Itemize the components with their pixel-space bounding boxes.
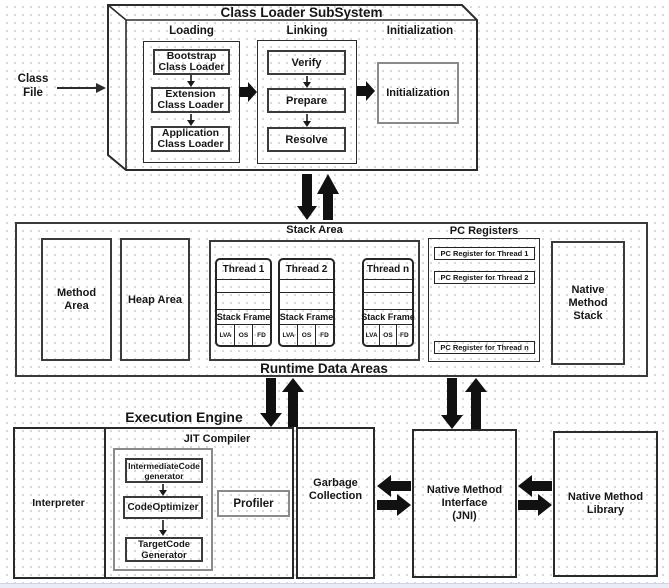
- thread-name: Thread n: [366, 264, 410, 275]
- bootstrap-class-loader-box: Bootstrap Class Loader: [153, 49, 230, 75]
- native-method-stack-box: Native Method Stack: [551, 241, 625, 365]
- native-method-interface-box: Native Method Interface (JNI): [412, 429, 517, 578]
- extension-class-loader-box: Extension Class Loader: [151, 87, 230, 113]
- os-cell: OS: [234, 325, 252, 345]
- pc-register-thread-2: PC Register for Thread 2: [434, 271, 535, 284]
- lva-cell: LVA: [219, 331, 232, 339]
- jit-compiler-box: [113, 448, 213, 571]
- thread-empty-row: [217, 292, 270, 309]
- stack-frame-label: Stack Frame: [361, 309, 415, 324]
- heap-area-box: Heap Area: [120, 238, 190, 361]
- arrow-runtime-down-jni: [441, 378, 463, 429]
- lva-cell: LVA: [282, 331, 295, 339]
- execution-engine-box: [13, 427, 294, 579]
- class-loader-subsystem-title: Class Loader SubSystem: [220, 4, 383, 20]
- arrow-jni-up-runtime: [465, 378, 487, 429]
- arrow-runtime-down-execution: [260, 378, 282, 427]
- stack-area-label: Stack Area: [286, 223, 343, 236]
- runtime-data-areas-title: Runtime Data Areas: [260, 360, 388, 376]
- prepare-box: Prepare: [267, 88, 346, 113]
- stack-frame-label: Stack Frame: [217, 309, 270, 324]
- initialization-box: Initialization: [377, 62, 459, 124]
- application-class-loader-box: Application Class Loader: [151, 126, 230, 152]
- verify-box: Verify: [267, 50, 346, 75]
- class-file-arrow-head: [96, 83, 106, 93]
- stack-frame-cells: LVA OS FD: [217, 324, 270, 345]
- stack-frame-label: Stack Frame: [280, 309, 333, 324]
- arrow-gc-to-jni: [377, 494, 411, 516]
- arrow-execution-up-runtime: [282, 378, 304, 427]
- fd-cell: FD: [395, 325, 412, 345]
- execution-engine-title: Execution Engine: [125, 409, 243, 425]
- resolve-box: Resolve: [267, 127, 346, 152]
- native-method-library-box: Native Method Library: [553, 431, 658, 577]
- method-area-box: Method Area: [41, 238, 112, 361]
- thread-empty-row: [217, 279, 270, 292]
- jit-compiler-label: JIT Compiler: [183, 433, 251, 445]
- os-cell: OS: [379, 325, 395, 345]
- execution-engine-divider: [104, 427, 106, 579]
- target-code-generator-box: TargetCode Generator: [125, 537, 203, 562]
- loading-section-label: Loading: [169, 25, 214, 37]
- arrow-jni-to-nml: [518, 494, 552, 516]
- interpreter-cell: Interpreter: [32, 497, 85, 509]
- arrow-nml-to-jni: [518, 475, 552, 497]
- stack-frame-cells: LVA OS FD: [280, 324, 333, 345]
- class-file-label: Class File: [17, 73, 49, 99]
- profiler-box: Profiler: [217, 490, 290, 517]
- arrow-jni-to-gc: [377, 475, 411, 497]
- linking-section-label: Linking: [286, 25, 328, 37]
- bottom-strip: [0, 583, 669, 588]
- arrow-loading-to-linking: [239, 82, 257, 102]
- intermediate-code-generator-box: IntermediateCode generator: [125, 458, 203, 483]
- thread-empty-row: [364, 292, 412, 309]
- thread-2-box: Thread 2 Stack Frame LVA OS FD: [278, 258, 335, 347]
- pc-registers-box: PC Register for Thread 1 PC Register for…: [428, 238, 540, 362]
- thread-empty-row: [364, 279, 412, 292]
- pc-register-thread-1: PC Register for Thread 1: [434, 247, 535, 260]
- arrow-classloader-down-runtime: [297, 174, 317, 220]
- pc-register-thread-n: PC Register for Thread n: [434, 341, 535, 354]
- thread-n-box: Thread n Stack Frame LVA OS FD: [361, 258, 415, 347]
- runtime-data-areas-box: [15, 222, 648, 377]
- arrow-linking-to-initialization: [357, 81, 375, 101]
- lva-cell: LVA: [365, 331, 378, 339]
- stack-frame-cells: LVA OS FD: [364, 324, 412, 345]
- pc-registers-label: PC Registers: [449, 224, 519, 237]
- os-cell: OS: [297, 325, 315, 345]
- thread-name: Thread 2: [285, 264, 328, 275]
- garbage-collection-box: Garbage Collection: [296, 427, 375, 579]
- fd-cell: FD: [315, 325, 333, 345]
- arrow-runtime-up-classloader: [317, 174, 339, 220]
- fd-cell: FD: [252, 325, 270, 345]
- thread-1-box: Thread 1 Stack Frame LVA OS FD: [215, 258, 272, 347]
- thread-empty-row: [280, 279, 333, 292]
- thread-empty-row: [280, 292, 333, 309]
- initialization-section-label: Initialization: [386, 25, 454, 37]
- code-optimizer-box: CodeOptimizer: [123, 496, 203, 519]
- thread-name: Thread 1: [222, 264, 265, 275]
- stack-area-box: [209, 240, 420, 361]
